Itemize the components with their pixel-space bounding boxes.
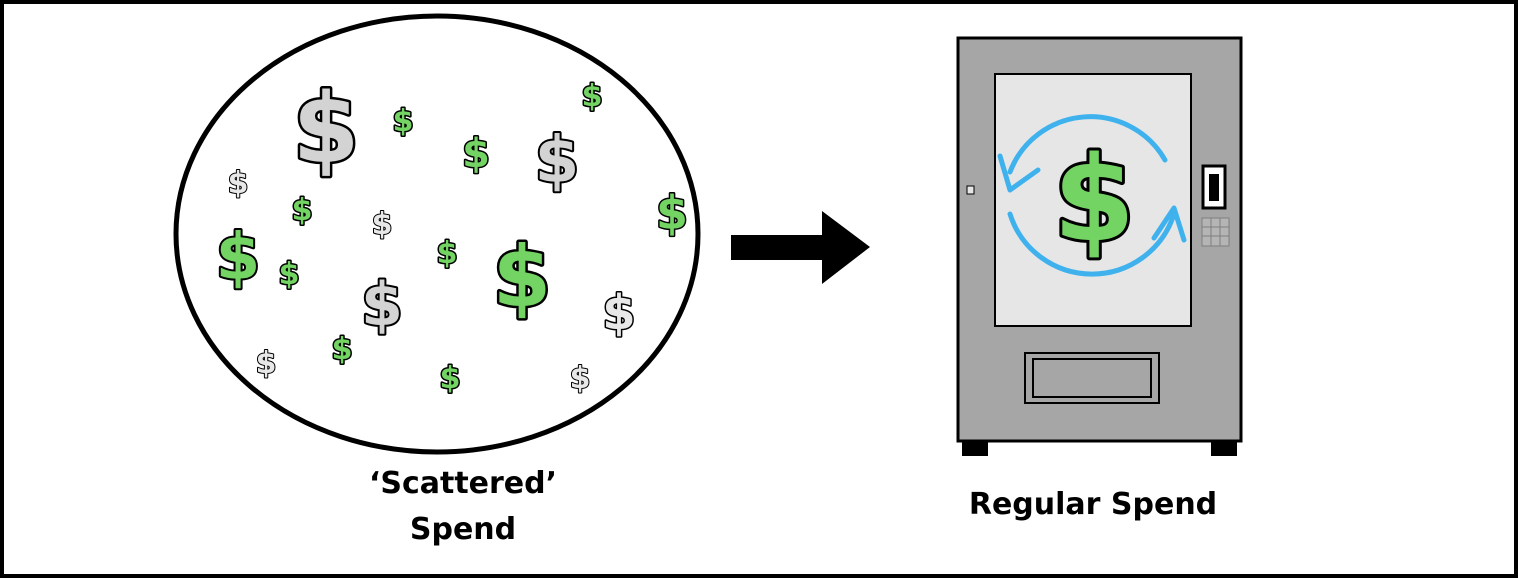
machine-foot-left: [962, 440, 988, 456]
dollar-sign-icon: $: [292, 193, 313, 228]
dollar-sign-icon: $: [228, 166, 249, 201]
dollar-sign-icon: $: [372, 207, 393, 242]
right-arrow-icon: [731, 211, 870, 284]
scattered-spend-caption-line2: Spend: [410, 512, 516, 547]
scatter-circle: [173, 13, 701, 455]
dollar-sign-icon: $: [361, 270, 403, 340]
regular-spend-caption: Regular Spend: [969, 487, 1217, 522]
dollar-sign-icon: $: [332, 332, 353, 367]
dollar-sign-icon: $: [293, 73, 360, 185]
scattered-spend-group: $ $ $ $ $ $ $ $ $ $ $ $ $ $ $ $ $ $ $ ‘S…: [173, 13, 701, 547]
dollar-sign-icon: $: [1053, 130, 1135, 268]
dollar-sign-icon: $: [535, 124, 580, 198]
dollar-sign-icon: $: [256, 346, 277, 381]
dollar-sign-icon: $: [570, 361, 591, 396]
dollar-sign-icon: $: [216, 221, 261, 295]
dollar-sign-icon: $: [393, 104, 414, 139]
dollar-sign-icon: $: [437, 236, 458, 271]
scattered-dollar-signs: $ $ $ $ $ $ $ $ $ $ $ $ $ $ $ $ $ $ $: [214, 71, 690, 398]
coin-slot-opening: [1209, 174, 1219, 201]
vending-machine-icon: $: [956, 36, 1243, 456]
machine-side-button: [966, 185, 975, 195]
dollar-sign-icon: $: [656, 186, 688, 240]
dollar-sign-icon: $: [493, 228, 551, 326]
machine-foot-right: [1211, 440, 1237, 456]
dollar-sign-icon: $: [440, 361, 461, 396]
scattered-spend-caption-line1: ‘Scattered’: [369, 466, 557, 501]
dollar-sign-icon: $: [602, 285, 635, 341]
dollar-sign-icon: $: [279, 257, 300, 292]
dollar-sign-icon: $: [462, 131, 490, 177]
dollar-sign-icon: $: [582, 79, 603, 114]
dispenser-opening: [1032, 358, 1152, 398]
cycle-arrows-icon: [997, 114, 1187, 277]
keypad: [1201, 217, 1230, 247]
